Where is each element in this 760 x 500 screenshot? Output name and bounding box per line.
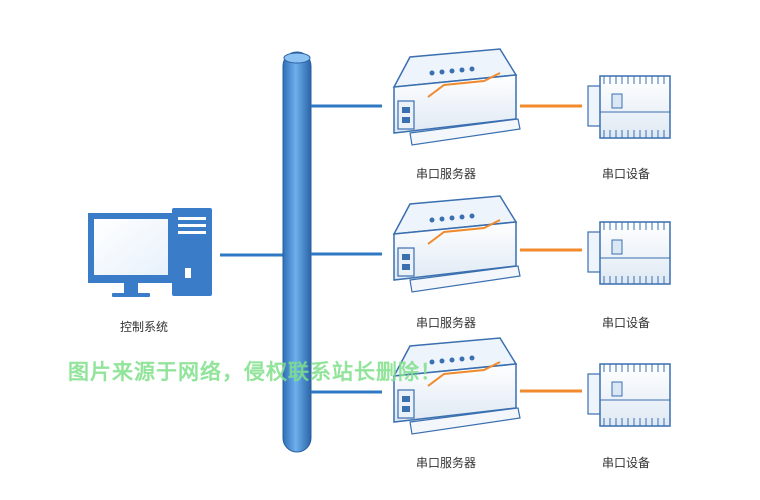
serial-device-label-3: 串口设备 bbox=[602, 456, 651, 470]
serial-server-icon bbox=[392, 195, 521, 293]
watermark-text: 图片来源于网络，侵权联系站长删除！ bbox=[68, 360, 442, 384]
serial-server-label-3: 串口服务器 bbox=[416, 456, 477, 470]
control-system-label: 控制系统 bbox=[120, 320, 169, 334]
network-bus bbox=[282, 51, 312, 453]
serial-device-icon bbox=[587, 221, 671, 285]
serial-server-icon bbox=[392, 48, 521, 146]
serial-device-label-2: 串口设备 bbox=[602, 316, 651, 330]
serial-server-icon bbox=[392, 337, 521, 435]
control-system-computer-icon bbox=[88, 208, 212, 297]
serial-server-label-1: 串口服务器 bbox=[416, 167, 477, 181]
serial-device-label-1: 串口设备 bbox=[602, 167, 651, 181]
serial-device-icon bbox=[587, 75, 671, 139]
serial-server-label-2: 串口服务器 bbox=[416, 316, 477, 330]
serial-device-icon bbox=[587, 363, 671, 427]
